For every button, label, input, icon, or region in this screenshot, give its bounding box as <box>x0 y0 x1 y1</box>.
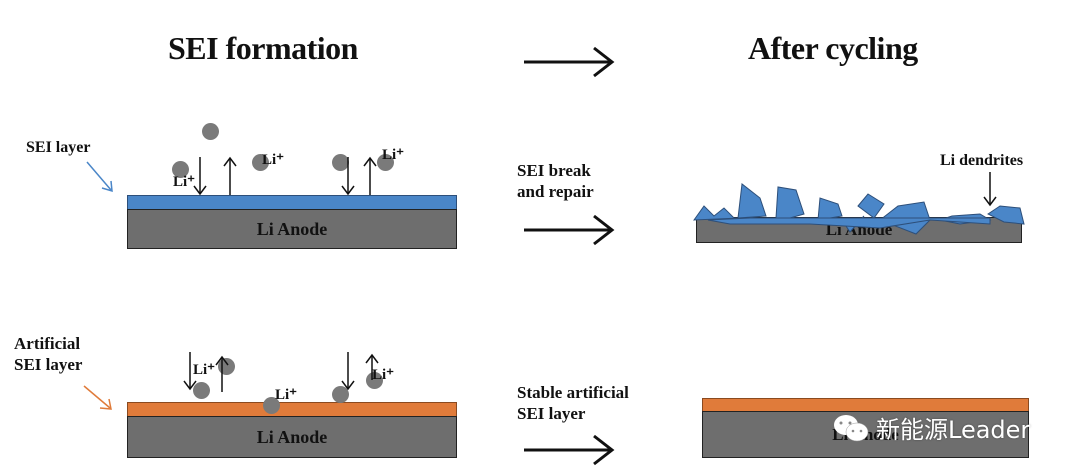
ion-particle <box>193 382 210 399</box>
sei-layer-label: SEI layer <box>26 139 91 156</box>
li-ion-label: Li⁺ <box>193 362 216 378</box>
up-arrow-icon <box>363 156 377 195</box>
artificial-label-line-2: SEI layer <box>14 355 83 374</box>
down-arrow-icon <box>341 157 355 196</box>
up-arrow-icon <box>215 355 229 392</box>
li-anode-bottom: Li Anode <box>127 416 457 458</box>
li-ion-label: Li⁺ <box>173 174 196 190</box>
li-anode-top: Li Anode <box>127 209 457 249</box>
down-arrow-icon <box>341 352 355 391</box>
li-ion-label: Li⁺ <box>372 367 395 383</box>
watermark: 新能源Leader <box>832 410 1030 445</box>
down-arrow-icon <box>193 157 207 196</box>
artificial-sei-layer-label: Artificial SEI layer <box>14 333 82 375</box>
artificial-pointer-arrow-icon <box>83 385 112 410</box>
artificial-label-line-1: Artificial <box>14 334 81 353</box>
dendrites-shape <box>692 183 1025 235</box>
li-ion-label: Li⁺ <box>262 152 285 168</box>
transition-label-break-repair: SEI break and repair <box>517 160 594 202</box>
ion-particle <box>202 123 219 140</box>
transition-arrow-icon <box>524 434 615 466</box>
ion-particle <box>366 372 383 389</box>
transition-arrow-icon <box>524 214 615 246</box>
watermark-text: 新能源Leader <box>876 416 1031 444</box>
transition-line-2: and repair <box>517 182 594 201</box>
li-dendrites-label: Li dendrites <box>940 152 1024 169</box>
artificial-sei-layer <box>127 402 457 417</box>
li-ion-label: Li⁺ <box>275 387 298 403</box>
dendrite-pointer-arrow-icon <box>983 172 997 207</box>
ion-particle <box>172 161 189 178</box>
header-arrow-icon <box>524 46 615 78</box>
li-anode-label: Li Anode <box>256 426 328 447</box>
li-ion-label: Li⁺ <box>382 147 405 163</box>
ion-particle <box>252 154 269 171</box>
transition-line-1: SEI break <box>517 161 591 180</box>
up-arrow-icon <box>223 156 237 195</box>
transition-label-stable: Stable artificial SEI layer <box>517 382 629 424</box>
down-arrow-icon <box>183 352 197 391</box>
transition-line-2: SEI layer <box>517 404 586 423</box>
title-sei-formation: SEI formation <box>168 30 358 66</box>
li-anode-label: Li Anode <box>256 218 328 239</box>
wechat-icon <box>834 414 869 441</box>
ion-particle <box>377 154 394 171</box>
sei-layer <box>127 195 457 210</box>
up-arrow-icon <box>365 353 379 380</box>
ion-particle <box>332 154 349 171</box>
ion-particle <box>263 397 280 414</box>
title-after-cycling: After cycling <box>748 30 918 66</box>
ion-particle <box>332 386 349 403</box>
sei-pointer-arrow-icon <box>86 161 113 193</box>
transition-line-1: Stable artificial <box>517 383 629 402</box>
